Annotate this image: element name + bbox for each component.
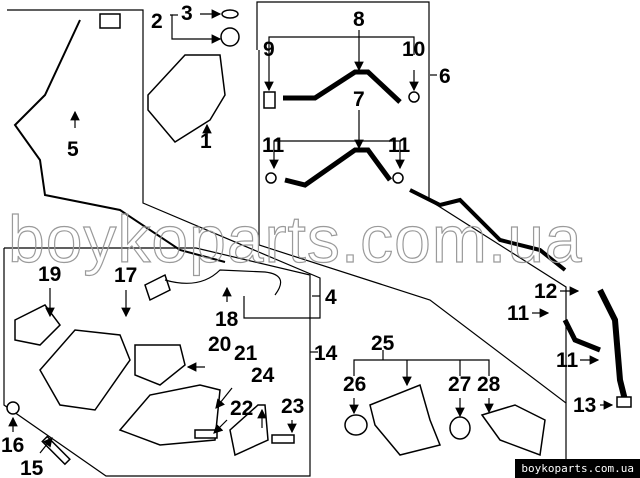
bolt-22	[194, 429, 218, 439]
site-badge: boykoparts.com.ua	[515, 459, 640, 478]
callout-28: 28	[477, 373, 501, 396]
clamp-11b	[392, 172, 404, 184]
bolt-23	[271, 434, 295, 444]
hose-small	[562, 318, 601, 353]
reservoir-hose	[13, 19, 226, 263]
outlet-28	[480, 404, 546, 457]
callout-25: 25	[371, 332, 395, 355]
reservoir-tank	[147, 54, 226, 143]
callout-6: 6	[439, 65, 451, 88]
clamp-9	[263, 91, 276, 109]
reservoir-cap	[220, 27, 240, 47]
clamp-13	[616, 396, 632, 408]
callout-24: 24	[251, 364, 275, 387]
callout-20: 20	[208, 333, 231, 356]
clamp-10	[408, 91, 420, 103]
hose-lower-7	[284, 147, 393, 188]
pipe-assembly	[409, 188, 567, 272]
callout-14: 14	[314, 342, 338, 365]
hose-25	[369, 383, 442, 456]
hose-13	[597, 288, 628, 401]
callout-12: 12	[534, 280, 557, 303]
callout-23: 23	[281, 395, 304, 418]
callout-4: 4	[325, 286, 337, 309]
gasket-19	[14, 304, 61, 346]
callout-17: 17	[114, 264, 137, 287]
clamp-27	[449, 416, 471, 440]
callout-3: 3	[181, 2, 193, 25]
callout-16: 16	[1, 434, 24, 457]
callout-9: 9	[263, 38, 275, 61]
sensor-17	[144, 273, 171, 302]
callout-18: 18	[215, 308, 239, 331]
group-frame-4	[7, 9, 321, 319]
thermostat-housing	[39, 329, 131, 411]
callout-11: 11	[262, 134, 285, 157]
gasket-20	[134, 344, 186, 386]
hose-upper-8	[283, 69, 402, 104]
sensor-wire	[164, 269, 282, 296]
watermark-text: boykoparts.com.ua	[8, 202, 583, 276]
leader-lines	[8, 9, 614, 454]
callout-5: 5	[67, 138, 79, 161]
callout-11: 11	[388, 134, 411, 157]
cap-seal	[221, 9, 239, 19]
callout-19: 19	[38, 263, 61, 286]
callout-11: 11	[507, 302, 530, 325]
callout-22: 22	[230, 397, 253, 420]
callout-26: 26	[343, 373, 366, 396]
callout-11: 11	[556, 349, 579, 372]
group-frame-6	[256, 1, 567, 403]
callout-13: 13	[573, 394, 596, 417]
callout-21: 21	[234, 342, 258, 365]
group-frame-14	[3, 247, 311, 477]
clamp-11a	[265, 172, 277, 184]
callout-7: 7	[353, 88, 365, 111]
callout-2: 2	[151, 10, 163, 33]
clamp-26	[344, 414, 368, 436]
callout-27: 27	[448, 373, 471, 396]
nut-16	[6, 401, 20, 415]
callout-15: 15	[20, 457, 44, 478]
callout-10: 10	[402, 38, 425, 61]
connector-clip	[99, 13, 121, 29]
callout-8: 8	[353, 8, 365, 31]
callout-1: 1	[200, 130, 212, 153]
